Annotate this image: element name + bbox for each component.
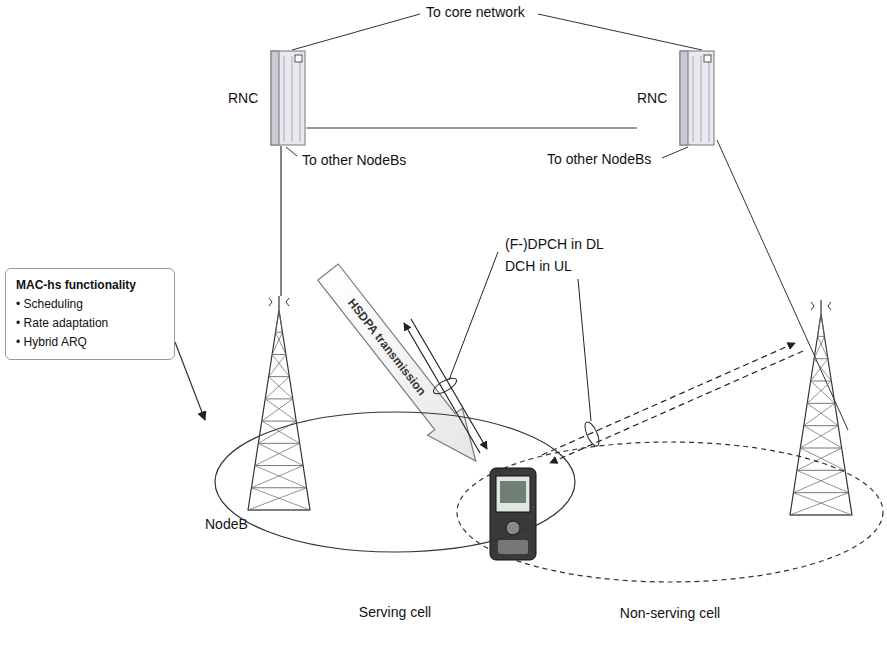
function-box: MAC-hs functionality• Scheduling• Rate a… xyxy=(5,268,175,360)
cell-label: Non-serving cell xyxy=(455,605,885,621)
cell-outline xyxy=(455,438,885,588)
list-item: • Scheduling xyxy=(16,295,164,314)
cell-label: Serving cell xyxy=(213,604,577,620)
iub-link xyxy=(717,140,848,430)
network-label: To core network xyxy=(424,4,527,20)
leader-line xyxy=(449,252,498,380)
bracket-oval xyxy=(582,420,602,448)
tower-symbol xyxy=(247,296,311,512)
leader-line xyxy=(292,14,420,50)
leader-line xyxy=(286,147,297,156)
leader-line xyxy=(538,14,702,50)
channel-label: DCH in UL xyxy=(503,258,574,274)
cell-outline xyxy=(213,408,577,558)
leader-line xyxy=(662,147,688,158)
link-label: To other NodeBs xyxy=(545,151,653,167)
channel-label: (F-)DPCH in DL xyxy=(503,236,606,252)
cell-area: Serving cell xyxy=(213,408,577,620)
ul-arrow xyxy=(542,343,795,455)
list-item: • Hybrid ARQ xyxy=(16,333,164,352)
connector-line xyxy=(280,146,281,296)
node-label: RNC xyxy=(637,90,667,106)
rnc-unit: RNC xyxy=(228,50,306,146)
node-label: RNC xyxy=(228,90,258,106)
rnc-unit: RNC xyxy=(637,50,715,146)
rnc-cabinet xyxy=(270,50,306,146)
leader-line xyxy=(578,279,591,421)
mobile-phone xyxy=(490,468,536,560)
connector-line xyxy=(175,342,205,420)
node-label: NodeB xyxy=(205,516,315,532)
connector-line xyxy=(306,127,637,128)
cell-area: Non-serving cell xyxy=(455,438,885,621)
bracket-oval xyxy=(431,375,459,397)
hsdpa-arrow xyxy=(311,258,493,474)
link-label: To other NodeBs xyxy=(300,152,408,168)
rnc-cabinet xyxy=(679,50,715,146)
tower-symbol xyxy=(790,300,852,515)
box-heading: MAC-hs functionality xyxy=(16,276,164,295)
dl-arrow xyxy=(550,351,803,463)
list-item: • Rate adaptation xyxy=(16,314,164,333)
